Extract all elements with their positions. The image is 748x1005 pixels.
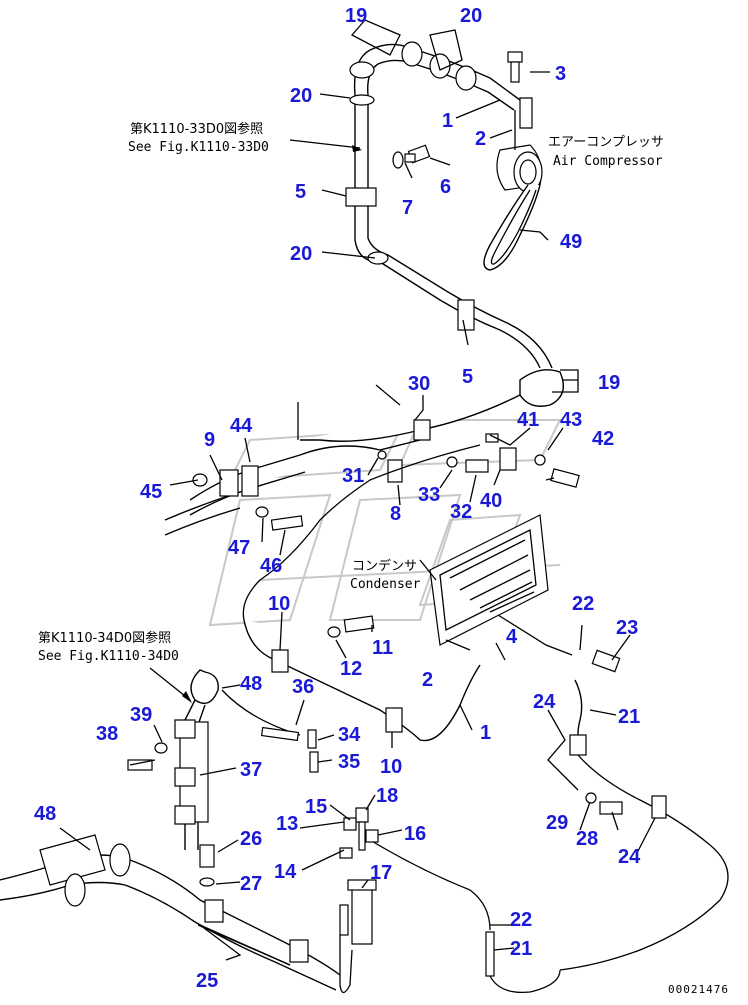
- callout-11: 11: [372, 637, 393, 659]
- callout-24: 24: [618, 846, 641, 868]
- condenser: [429, 514, 549, 646]
- callout-34: 34: [338, 724, 361, 746]
- callout-46: 46: [260, 555, 282, 577]
- callout-16: 16: [404, 823, 426, 845]
- callout-1: 1: [442, 110, 453, 132]
- callout-40: 40: [480, 490, 502, 512]
- callout-24: 24: [533, 691, 556, 713]
- callout-31: 31: [342, 465, 364, 487]
- callout-30: 30: [408, 373, 430, 395]
- callout-43: 43: [560, 409, 582, 431]
- callout-15: 15: [305, 796, 327, 818]
- air-compressor-label-en: Air Compressor: [553, 154, 663, 169]
- callout-25: 25: [196, 970, 218, 992]
- callout-44: 44: [230, 415, 253, 437]
- air-compressor: [496, 97, 543, 193]
- bolt-6-washer-7: [392, 144, 431, 169]
- callout-20: 20: [290, 243, 312, 265]
- callout-3: 3: [555, 63, 566, 85]
- callout-21: 21: [510, 938, 532, 960]
- bottom-duct-assembly: [0, 834, 341, 991]
- callout-47: 47: [228, 537, 250, 559]
- callout-19: 19: [598, 372, 620, 394]
- callout-42: 42: [592, 428, 614, 450]
- callout-10: 10: [268, 593, 290, 615]
- callout-19: 19: [345, 5, 367, 27]
- callout-numbers: 19 20 3 20 1 2 5 6 7 49 20 5 30 19 41 43…: [34, 5, 641, 992]
- callout-49: 49: [560, 231, 582, 253]
- callout-48: 48: [34, 803, 56, 825]
- reference-note-33-en: See Fig.K1110-33D0: [128, 140, 269, 155]
- callout-32: 32: [450, 501, 472, 523]
- callout-27: 27: [240, 873, 262, 895]
- reference-note-34-en: See Fig.K1110-34D0: [38, 649, 179, 664]
- receiver-drier-assembly: [339, 807, 379, 994]
- condenser-label-en: Condenser: [350, 577, 421, 592]
- callout-20: 20: [290, 85, 312, 107]
- callout-7: 7: [402, 197, 413, 219]
- lower-hose-assembly: [127, 615, 481, 850]
- callout-5: 5: [295, 181, 306, 203]
- mid-pipework: [164, 419, 580, 621]
- callout-2: 2: [422, 669, 433, 691]
- callout-1: 1: [480, 722, 491, 744]
- callout-22: 22: [572, 593, 594, 615]
- callout-2: 2: [475, 128, 486, 150]
- air-compressor-label-jp: エアーコンプレッサ: [548, 135, 664, 150]
- callout-38: 38: [96, 723, 118, 745]
- callout-28: 28: [576, 828, 598, 850]
- bolt-3: [507, 51, 523, 83]
- callout-13: 13: [276, 813, 298, 835]
- leader-lines: [59, 19, 656, 966]
- document-id: 00021476: [668, 983, 729, 996]
- callout-20: 20: [460, 5, 482, 27]
- callout-48: 48: [240, 673, 262, 695]
- reference-note-34-jp: 第K1110-34D0図参照: [38, 630, 171, 646]
- callout-21: 21: [618, 706, 640, 728]
- reference-note-33-jp: 第K1110-33D0図参照: [130, 121, 263, 137]
- callout-39: 39: [130, 704, 152, 726]
- condenser-label-jp: コンデンサ: [352, 558, 417, 574]
- callout-10: 10: [380, 756, 402, 778]
- drive-belt: [483, 184, 541, 271]
- callout-4: 4: [506, 626, 518, 648]
- callout-5: 5: [462, 366, 473, 388]
- callout-18: 18: [376, 785, 398, 807]
- callout-12: 12: [340, 658, 362, 680]
- callout-33: 33: [418, 484, 440, 506]
- lower-right-hoses: [369, 649, 729, 994]
- callout-41: 41: [517, 409, 539, 431]
- callout-14: 14: [274, 861, 297, 883]
- callout-45: 45: [140, 481, 162, 503]
- callout-6: 6: [440, 176, 451, 198]
- callout-8: 8: [390, 503, 401, 525]
- callout-17: 17: [370, 862, 392, 884]
- callout-29: 29: [546, 812, 568, 834]
- callout-9: 9: [204, 429, 215, 451]
- callout-35: 35: [338, 751, 360, 773]
- callout-23: 23: [616, 617, 638, 639]
- callout-37: 37: [240, 759, 262, 781]
- callout-22: 22: [510, 909, 532, 931]
- callout-36: 36: [292, 676, 314, 698]
- callout-26: 26: [240, 828, 262, 850]
